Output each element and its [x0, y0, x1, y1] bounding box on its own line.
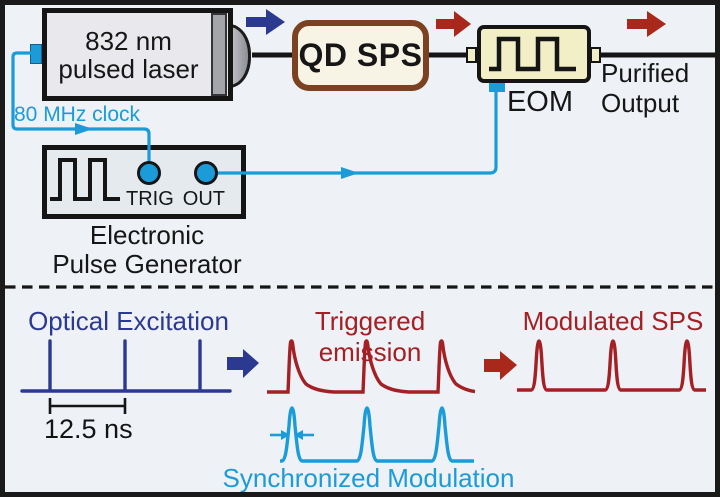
synchronized-modulation-trace	[280, 406, 474, 463]
triggered-emission-label: Triggered emission	[314, 306, 426, 367]
excitation-flow-arrow-icon	[246, 9, 285, 35]
output-label-line1: Purified	[601, 58, 690, 88]
laser-label-line1: 832 nm	[85, 25, 172, 56]
excitation-to-emission-arrow-icon	[227, 349, 259, 378]
period-label: 12.5 ns	[44, 414, 133, 444]
out-port-label: OUT	[182, 188, 225, 210]
qd-sps-box: QD SPS	[292, 20, 429, 91]
clock-label: 80 MHz clock	[14, 103, 141, 126]
trigger-cable-arrow-icon	[341, 167, 359, 179]
laser-sync-port	[30, 44, 42, 64]
eom-drive-port	[489, 83, 505, 92]
emission-to-modulated-arrow-icon	[484, 351, 517, 380]
pulse-generator-name: Electronic Pulse Generator	[22, 221, 272, 279]
qd-sps-label: QD SPS	[298, 37, 423, 73]
eom-input-port	[466, 47, 477, 63]
pulse-generator-port-labels: TRIG OUT	[126, 188, 225, 211]
gate-width-left-arrow-icon	[281, 430, 290, 440]
emission-flow-arrow-icon	[436, 11, 471, 37]
synchronized-modulation-label: Synchronized Modulation	[222, 463, 515, 493]
generator-name-line1: Electronic	[89, 220, 205, 250]
laser-label-line2: pulsed laser	[58, 53, 199, 84]
laser-facet	[211, 13, 227, 96]
purified-output-label: Purified Output	[601, 58, 689, 118]
trigger-cable	[217, 92, 498, 175]
optical-excitation-trace	[20, 339, 232, 393]
generator-name-line2: Pulse Generator	[52, 249, 242, 279]
trig-port-label: TRIG	[126, 188, 174, 210]
gate-width-right-arrow-icon	[294, 430, 303, 440]
eom-box	[477, 25, 591, 83]
output-flow-arrow-icon	[627, 11, 666, 37]
modulated-sps-label: Modulated SPS	[522, 306, 704, 336]
optical-excitation-label: Optical Excitation	[28, 306, 229, 336]
eom-output-port	[590, 47, 601, 63]
modulated-sps-trace	[517, 339, 706, 392]
output-label-line2: Output	[601, 88, 680, 118]
eom-label: EOM	[506, 86, 574, 118]
period-bracket	[48, 398, 127, 414]
pulsed-laser-box: 832 nm pulsed laser	[42, 8, 233, 101]
